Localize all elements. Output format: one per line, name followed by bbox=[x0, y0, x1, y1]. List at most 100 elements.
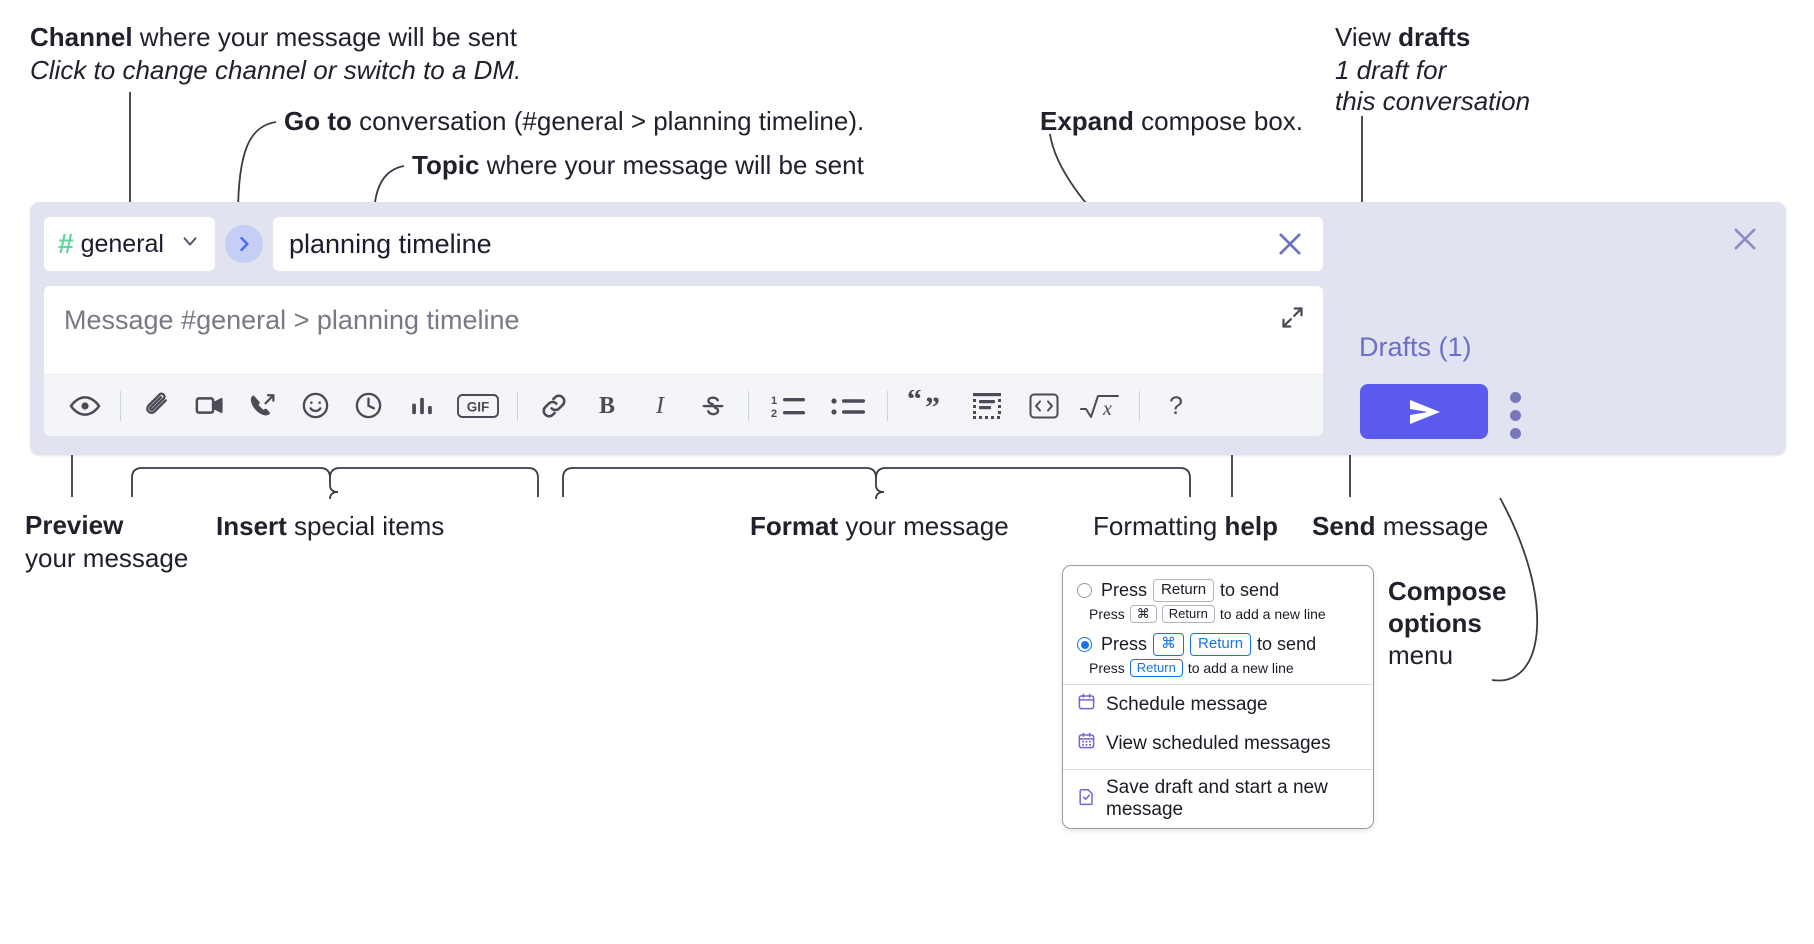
goto-conversation-button[interactable] bbox=[225, 225, 263, 263]
compose-options-button[interactable] bbox=[1510, 392, 1521, 439]
menu-item-schedule-message[interactable]: Schedule message bbox=[1063, 685, 1373, 724]
phone-icon[interactable] bbox=[236, 383, 289, 429]
chevron-down-icon bbox=[179, 230, 201, 259]
menu-divider bbox=[1063, 684, 1373, 685]
annotation-topic-rest: where your message will be sent bbox=[479, 150, 864, 180]
close-icon[interactable] bbox=[1728, 222, 1762, 261]
video-camera-icon[interactable] bbox=[183, 383, 236, 429]
opt2-prefix: Press bbox=[1101, 633, 1148, 654]
strikethrough-icon[interactable] bbox=[686, 383, 739, 429]
radio-cmd-return[interactable] bbox=[1077, 637, 1092, 652]
menu-divider bbox=[1063, 769, 1373, 770]
menu-item-save-draft[interactable]: Save draft and start a new message bbox=[1063, 770, 1373, 828]
send-option-cmd-return-sub: Press Return to add a new line bbox=[1089, 658, 1373, 677]
blockquote-icon[interactable]: “ ” bbox=[897, 383, 957, 429]
opt1-sub-prefix: Press bbox=[1089, 605, 1125, 622]
channel-name: general bbox=[80, 229, 164, 258]
channel-select[interactable]: # general bbox=[43, 216, 216, 272]
send-option-cmd-return[interactable]: Press ⌘ Return to send bbox=[1063, 630, 1373, 656]
annotation-drafts-sub1: 1 draft for bbox=[1335, 55, 1447, 85]
opt1-suffix: to send bbox=[1220, 579, 1280, 600]
ordered-list-icon[interactable]: 1 2 bbox=[758, 383, 818, 429]
toolbar-divider bbox=[748, 390, 749, 421]
help-label: ? bbox=[1169, 392, 1183, 420]
toolbar-divider bbox=[120, 390, 121, 421]
calendar-grid-icon bbox=[1077, 731, 1096, 756]
annotation-format: Format your message bbox=[750, 511, 1009, 543]
question-mark-icon[interactable]: ? bbox=[1149, 383, 1202, 429]
annotation-send-bold: Send bbox=[1312, 511, 1376, 541]
italic-icon[interactable]: I bbox=[633, 383, 686, 429]
opt1-prefix: Press bbox=[1101, 579, 1148, 600]
annotation-format-bold: Format bbox=[750, 511, 839, 541]
opt1-sub-key-cmd: ⌘ bbox=[1129, 604, 1157, 623]
toolbar-divider bbox=[1139, 390, 1140, 421]
expand-compose-icon[interactable] bbox=[1279, 304, 1306, 336]
opt1-sub-key-return: Return bbox=[1161, 604, 1215, 623]
annotation-preview-bold: Preview bbox=[25, 510, 124, 540]
topic-value: planning timeline bbox=[289, 228, 492, 259]
annotation-drafts-sub2: this conversation bbox=[1335, 86, 1531, 116]
annotation-drafts: View drafts bbox=[1335, 22, 1470, 54]
eye-icon[interactable] bbox=[58, 383, 111, 429]
annotation-compose-options-line2: options bbox=[1388, 608, 1482, 638]
gif-icon[interactable]: GIF bbox=[448, 383, 508, 429]
inline-code-icon[interactable] bbox=[1017, 383, 1070, 429]
message-input[interactable]: Message #general > planning timeline bbox=[44, 286, 1323, 374]
formatting-toolbar: GIF B I 1 bbox=[44, 374, 1323, 436]
bold-icon[interactable]: B bbox=[580, 383, 633, 429]
svg-text:x: x bbox=[1102, 398, 1112, 420]
clear-topic-icon[interactable] bbox=[1273, 227, 1307, 261]
drafts-link[interactable]: Drafts (1) bbox=[1359, 332, 1472, 362]
paperclip-icon[interactable] bbox=[130, 383, 183, 429]
opt2-key-cmd: ⌘ bbox=[1153, 633, 1185, 656]
send-option-return[interactable]: Press Return to send bbox=[1063, 576, 1373, 602]
annotation-help-prefix: Formatting bbox=[1093, 511, 1225, 541]
emoji-icon[interactable] bbox=[289, 383, 342, 429]
annotation-drafts-prefix: View bbox=[1335, 22, 1399, 52]
clock-icon[interactable] bbox=[342, 383, 395, 429]
bulleted-list-icon[interactable] bbox=[818, 383, 878, 429]
opt2-key-return: Return bbox=[1190, 633, 1252, 656]
opt2-sub-key-return: Return bbox=[1129, 658, 1183, 677]
annotation-channel-sub: Click to change channel or switch to a D… bbox=[30, 55, 522, 85]
radio-return[interactable] bbox=[1077, 583, 1092, 598]
send-button[interactable] bbox=[1360, 384, 1488, 439]
opt1-sub-suffix: to add a new line bbox=[1219, 605, 1326, 622]
annotation-compose-options-1: Compose bbox=[1388, 576, 1506, 608]
menu-item-label: Schedule message bbox=[1106, 693, 1268, 715]
send-option-return-sub: Press ⌘ Return to add a new line bbox=[1089, 604, 1373, 623]
annotation-help: Formatting help bbox=[1093, 511, 1278, 543]
gif-label: GIF bbox=[467, 399, 490, 414]
bar-chart-icon[interactable] bbox=[395, 383, 448, 429]
topic-field[interactable]: planning timeline bbox=[272, 216, 1324, 272]
kebab-dot bbox=[1510, 410, 1521, 421]
annotation-preview: Preview bbox=[25, 510, 123, 542]
link-icon[interactable] bbox=[527, 383, 580, 429]
annotation-channel: Channel where your message will be sent bbox=[30, 22, 517, 54]
annotation-send: Send message bbox=[1312, 511, 1488, 543]
math-icon[interactable]: x bbox=[1070, 383, 1130, 429]
ordered-list-one: 1 bbox=[771, 395, 777, 407]
calendar-icon bbox=[1077, 692, 1096, 717]
annotation-goto-bold: Go to bbox=[284, 106, 352, 136]
code-block-icon[interactable] bbox=[957, 383, 1017, 429]
bold-label: B bbox=[598, 393, 614, 419]
toolbar-divider bbox=[887, 390, 888, 421]
kebab-dot bbox=[1510, 428, 1521, 439]
toolbar-divider bbox=[517, 390, 518, 421]
svg-text:”: ” bbox=[925, 391, 940, 422]
svg-text:“: “ bbox=[907, 390, 922, 416]
opt2-suffix: to send bbox=[1257, 633, 1317, 654]
annotation-expand-bold: Expand bbox=[1040, 106, 1134, 136]
annotation-insert-bold: Insert bbox=[216, 511, 287, 541]
opt2-sub-prefix: Press bbox=[1089, 659, 1125, 676]
compose-right-column: Drafts (1) bbox=[1336, 202, 1786, 455]
send-option-return-main: Press Return to send bbox=[1101, 579, 1279, 602]
send-icon bbox=[1410, 399, 1440, 424]
italic-label: I bbox=[655, 393, 665, 419]
menu-item-view-scheduled-messages[interactable]: View scheduled messages bbox=[1063, 724, 1373, 763]
message-box: Message #general > planning timeline bbox=[43, 285, 1324, 437]
annotation-goto: Go to conversation (#general > planning … bbox=[284, 106, 864, 138]
menu-item-label: Save draft and start a new message bbox=[1106, 777, 1328, 820]
